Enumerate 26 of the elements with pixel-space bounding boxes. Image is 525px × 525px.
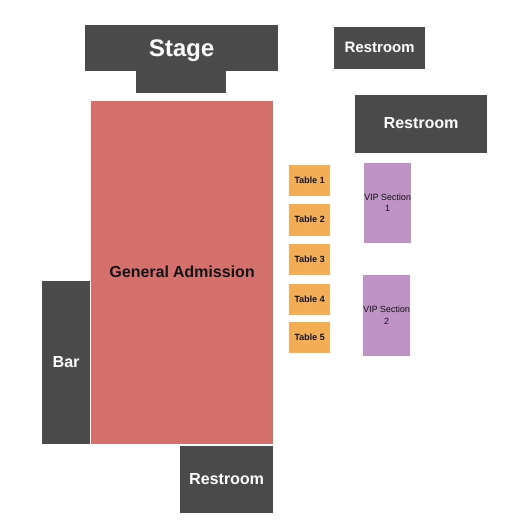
table-label: Table 1	[294, 174, 325, 186]
restroom-block	[334, 27, 425, 69]
restroom-block	[355, 95, 487, 153]
table-label: Table 4	[294, 294, 325, 306]
restroom-block	[180, 446, 273, 513]
area-label: VIP Section 2	[363, 304, 410, 327]
area-label: Restroom	[189, 470, 264, 490]
stage-block	[85, 25, 278, 93]
area-label: Restroom	[384, 114, 458, 134]
bar-block	[42, 281, 90, 444]
area-label: VIP Section 1	[364, 192, 411, 214]
table-label: Table 3	[294, 254, 325, 266]
vip-section-block	[363, 275, 410, 356]
vip-section-block	[364, 163, 411, 243]
area-label: Restroom	[344, 38, 414, 58]
table-block	[289, 244, 330, 275]
stage-label: Stage	[148, 34, 214, 64]
area-label: General Admission	[109, 262, 255, 282]
table-block	[289, 165, 330, 196]
table-block	[289, 322, 330, 353]
table-label: Table 2	[294, 214, 325, 226]
table-block	[289, 284, 330, 315]
table-label: Table 5	[294, 332, 325, 344]
area-label: Bar	[52, 352, 80, 372]
general-admission-area	[91, 101, 273, 444]
table-block	[289, 204, 330, 236]
